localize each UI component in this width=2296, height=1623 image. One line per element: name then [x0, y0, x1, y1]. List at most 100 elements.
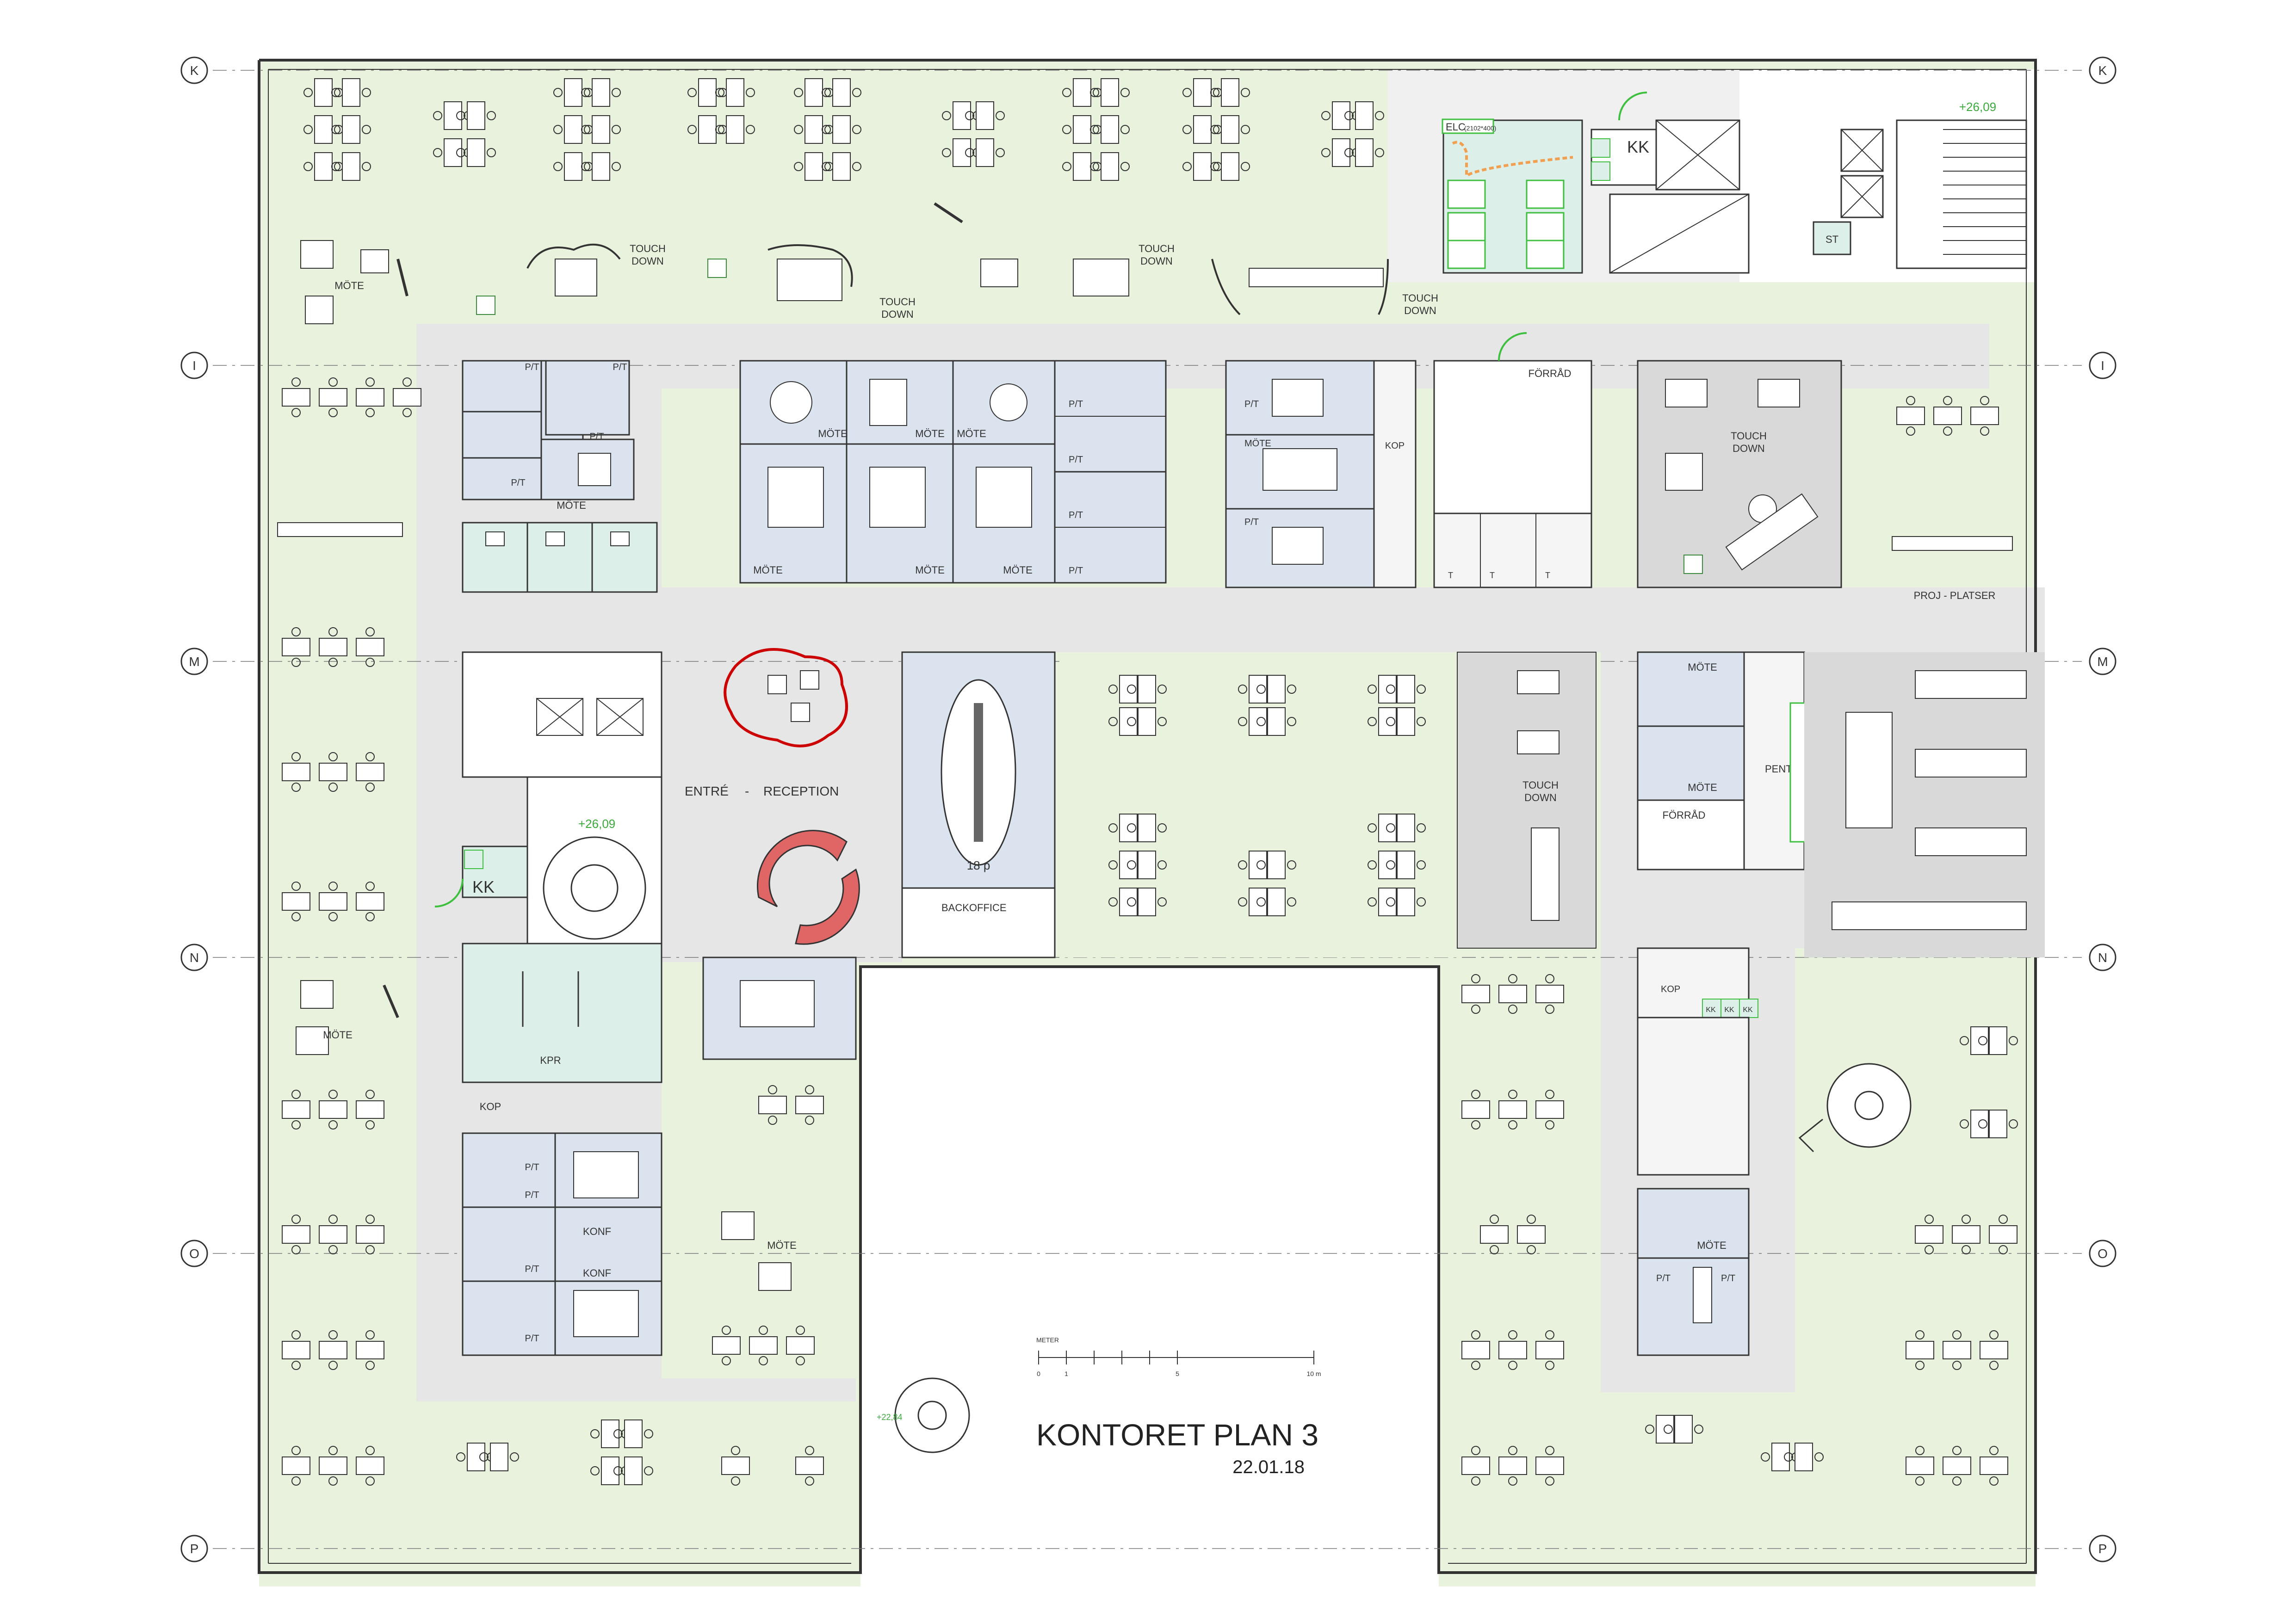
scale-bar: METER 0 1 5 10 m	[1036, 1336, 1321, 1377]
meeting-block-center: MÖTE MÖTE MÖTE MÖTE MÖTE MÖTE	[739, 360, 1065, 584]
mote-south-middle: MÖTE	[721, 1211, 797, 1291]
svg-text:P/T: P/T	[1069, 399, 1083, 409]
svg-text:MÖTE: MÖTE	[1688, 782, 1717, 793]
svg-text:P/T: P/T	[1069, 510, 1083, 520]
svg-text:P/T: P/T	[1244, 517, 1259, 527]
svg-text:TOUCH: TOUCH	[879, 296, 916, 308]
grid-label-k-left: K	[180, 56, 208, 84]
svg-text:+26,09: +26,09	[1959, 100, 1996, 114]
svg-text:TOUCH: TOUCH	[1731, 430, 1767, 442]
east-spiral-stair	[1798, 1063, 1912, 1153]
svg-text:RECEPTION: RECEPTION	[763, 784, 839, 798]
svg-text:MÖTE: MÖTE	[1697, 1240, 1727, 1251]
svg-text:KK: KK	[1743, 1006, 1753, 1014]
svg-text:I: I	[2101, 358, 2104, 373]
svg-text:MÖTE: MÖTE	[1244, 438, 1271, 449]
svg-text:P/T: P/T	[1069, 455, 1083, 465]
conference-18p: 18 p BACKOFFICE	[901, 651, 1056, 958]
svg-text:KK: KK	[472, 877, 495, 896]
touch-down-label-2: TOUCH DOWN	[879, 296, 916, 320]
svg-text:P/T: P/T	[613, 362, 627, 372]
svg-text:MÖTE: MÖTE	[557, 500, 586, 511]
svg-text:+26,09: +26,09	[578, 817, 615, 831]
svg-text:1: 1	[1064, 1370, 1068, 1377]
svg-text:T: T	[1545, 571, 1550, 580]
svg-text:P/T: P/T	[525, 1264, 539, 1274]
grid-labels-left: K I M N O P	[180, 56, 208, 1562]
svg-text:N: N	[2098, 950, 2107, 965]
svg-text:KONF: KONF	[583, 1226, 611, 1237]
svg-text:KOP: KOP	[1661, 984, 1680, 994]
svg-text:MÖTE: MÖTE	[957, 428, 986, 439]
grid-label-i-left: I	[180, 352, 208, 379]
svg-text:ST: ST	[1826, 234, 1838, 245]
svg-text:5: 5	[1176, 1370, 1179, 1377]
svg-text:K: K	[2098, 63, 2107, 78]
svg-text:FÖRRÅD: FÖRRÅD	[1529, 368, 1572, 379]
svg-text:O: O	[2098, 1247, 2108, 1261]
svg-text:TOUCH: TOUCH	[1139, 243, 1175, 254]
svg-text:DOWN: DOWN	[1524, 792, 1557, 803]
svg-text:DOWN: DOWN	[631, 255, 664, 267]
svg-text:ENTRÉ: ENTRÉ	[685, 784, 729, 798]
west-south-meeting: P/T P/T P/T P/T KONF KONF	[462, 957, 857, 1356]
svg-text:MÖTE: MÖTE	[818, 428, 848, 439]
grid-label-p-left: P	[180, 1535, 208, 1562]
grid-label-i-right: I	[2089, 352, 2117, 379]
north-lounge	[305, 202, 1389, 315]
svg-text:P/T: P/T	[525, 1333, 539, 1344]
mote-west-lower: MÖTE	[296, 980, 399, 1055]
svg-text:O: O	[189, 1247, 199, 1261]
svg-text:P/T: P/T	[525, 1162, 539, 1173]
svg-text:P/T: P/T	[1721, 1273, 1735, 1284]
central-open-desks	[1064, 652, 1457, 957]
svg-text:KK: KK	[1627, 137, 1649, 156]
grid-label-m-left: M	[180, 648, 208, 675]
svg-text:P/T: P/T	[511, 478, 525, 488]
plan-title: KONTORET PLAN 3	[1036, 1418, 1318, 1452]
svg-text:MÖTE: MÖTE	[1688, 661, 1717, 673]
svg-text:M: M	[189, 654, 199, 669]
svg-text:P/T: P/T	[1244, 399, 1259, 409]
grid-label-o-left: O	[180, 1240, 208, 1267]
grid-label-m-right: M	[2089, 648, 2117, 675]
grid-label-p-right: P	[2089, 1535, 2117, 1562]
svg-text:(2102*400): (2102*400)	[1464, 124, 1496, 132]
plan-date: 22.01.18	[1232, 1457, 1305, 1477]
west-wing-desks	[277, 377, 421, 1486]
svg-text:+22,84: +22,84	[877, 1413, 903, 1422]
east-wing-lower: KOP KK KK KK MÖTE P/T P/T	[1637, 947, 1758, 1356]
reception-area: ENTRÉ - RECEPTION	[685, 648, 860, 945]
central-core: +26,09 KK KPR KOP	[434, 651, 662, 1112]
svg-text:DOWN: DOWN	[1733, 443, 1765, 454]
svg-text:FÖRRÅD: FÖRRÅD	[1663, 809, 1706, 821]
svg-text:BACKOFFICE: BACKOFFICE	[941, 902, 1007, 913]
svg-text:KONF: KONF	[583, 1267, 611, 1279]
svg-text:METER: METER	[1036, 1336, 1059, 1344]
ne-service: ELC (2102*400) KK ST +26,09	[1442, 92, 2027, 274]
east-mote-pentry: MÖTE MÖTE FÖRRÅD PENTRY	[1637, 651, 2045, 957]
svg-text:18 p: 18 p	[967, 858, 990, 872]
stair-south: +22,84	[877, 1377, 970, 1453]
svg-text:10 m: 10 m	[1306, 1370, 1321, 1377]
outer-walls	[258, 59, 2037, 1574]
touch-down-mid: TOUCH DOWN	[1457, 652, 1597, 949]
svg-text:-: -	[745, 784, 749, 798]
svg-text:KK: KK	[1706, 1006, 1716, 1014]
title-block: KONTORET PLAN 3 22.01.18	[1036, 1418, 1318, 1477]
svg-text:DOWN: DOWN	[1140, 255, 1173, 267]
pt-block-center: P/T P/T P/T P/T	[1054, 360, 1167, 584]
proj-platser: PROJ - PLATSER	[1892, 396, 2013, 601]
svg-text:DOWN: DOWN	[1404, 305, 1436, 316]
grid-label-o-right: O	[2089, 1240, 2117, 1267]
svg-text:P/T: P/T	[589, 432, 604, 442]
svg-text:KOP: KOP	[1385, 441, 1405, 451]
svg-text:ELC: ELC	[1446, 121, 1466, 133]
touch-down-label-4: TOUCH DOWN	[1402, 292, 1438, 316]
svg-text:T: T	[1448, 571, 1453, 580]
svg-text:P/T: P/T	[525, 362, 539, 372]
svg-text:M: M	[2097, 654, 2108, 669]
svg-text:MÖTE: MÖTE	[767, 1240, 797, 1251]
svg-text:MÖTE: MÖTE	[334, 280, 364, 291]
